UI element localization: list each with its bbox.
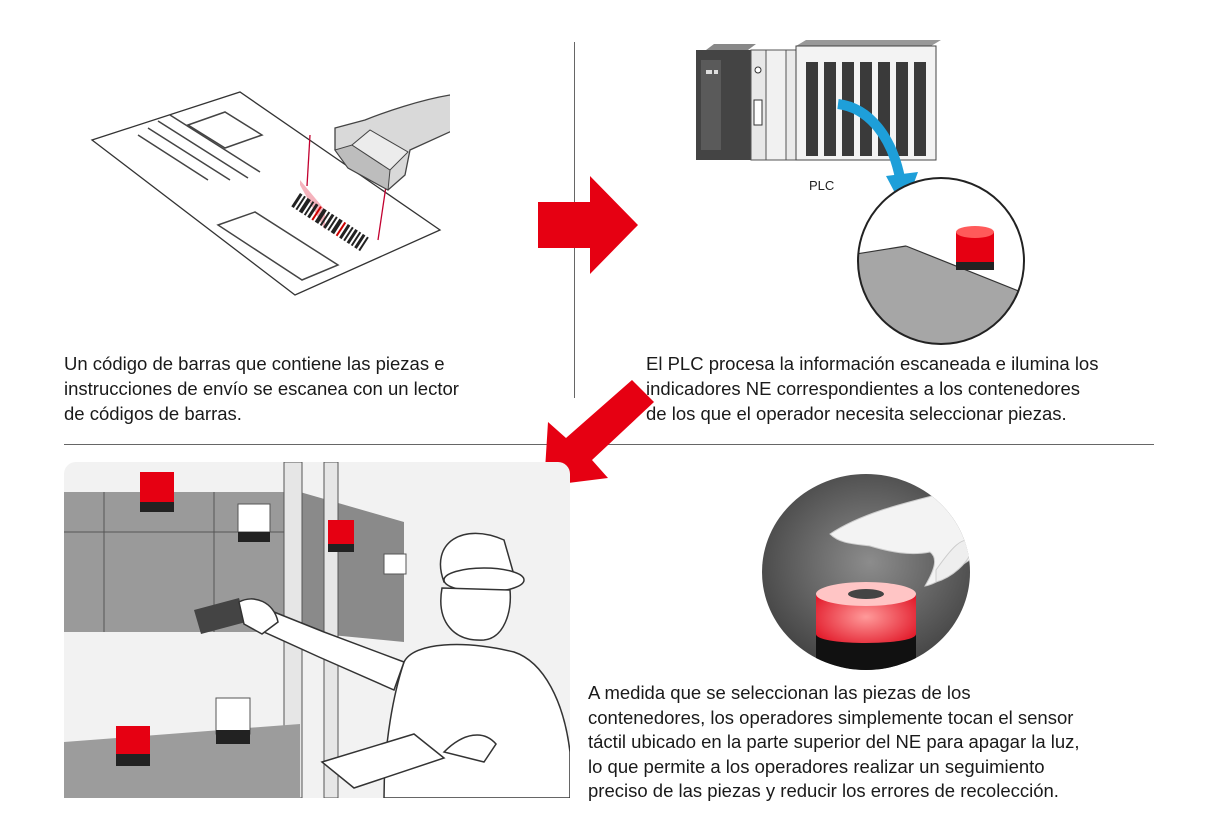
step1-caption: Un código de barras que contiene las pie…: [64, 353, 459, 424]
touch-sensor-photo: [760, 474, 980, 670]
barcode-scan-illustration: [90, 90, 450, 310]
horizontal-divider: [64, 444, 1154, 445]
plc-illustration: [696, 40, 946, 165]
arrow-down-left-icon: [536, 380, 656, 490]
step2-caption: El PLC procesa la información escaneada …: [646, 353, 1099, 424]
indicator-zoom-circle: [856, 176, 1026, 346]
arrow-right-icon: [538, 176, 638, 274]
operator-shelf-illustration: [64, 462, 570, 798]
step4-caption: A medida que se seleccionan las piezas d…: [588, 682, 1080, 801]
plc-label: PLC: [809, 178, 835, 193]
